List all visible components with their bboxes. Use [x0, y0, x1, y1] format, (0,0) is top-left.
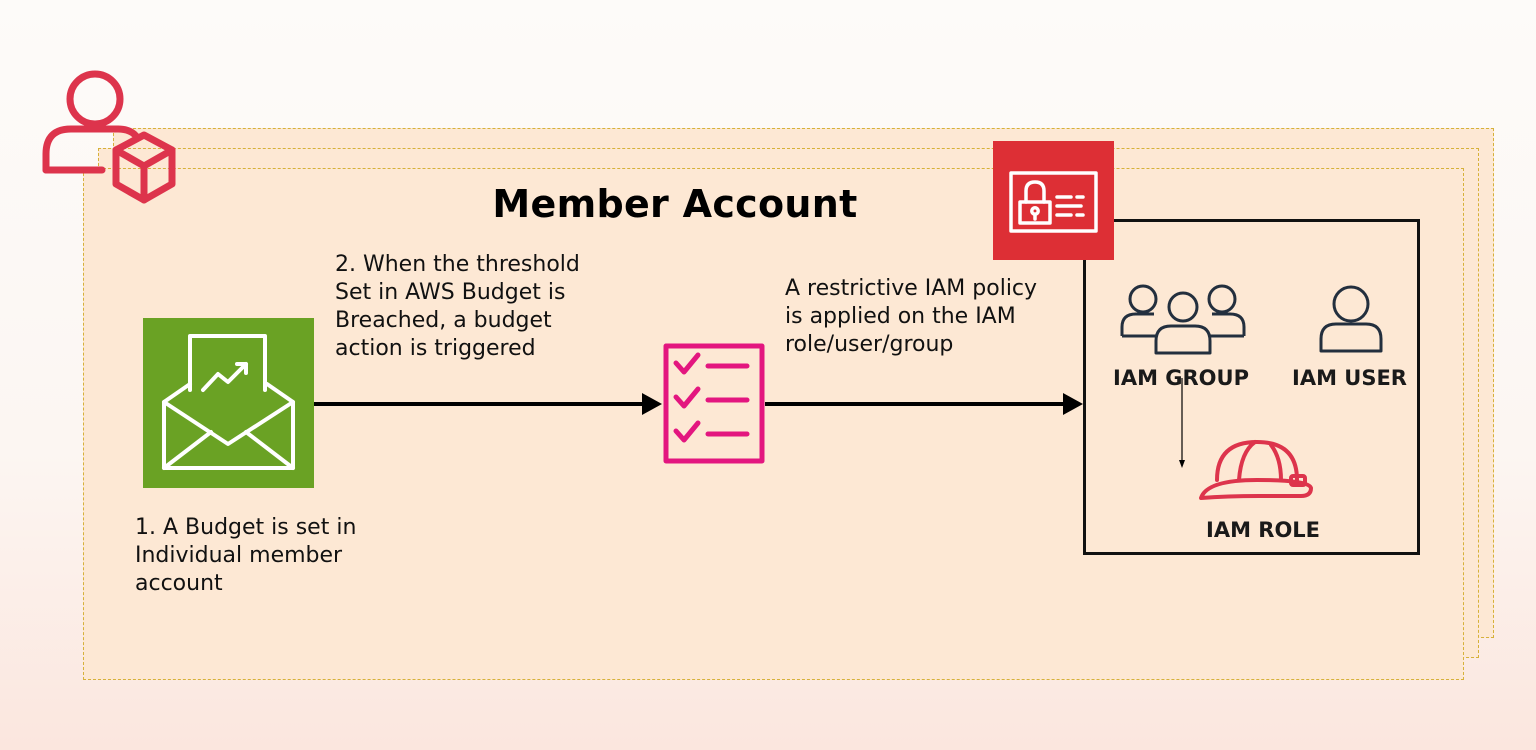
arrow-budget-to-checklist	[314, 393, 662, 415]
member-account-icon	[42, 70, 176, 204]
step-2-text: 2. When the threshold Set in AWS Budget …	[335, 252, 580, 361]
arrow-group-to-role	[1179, 378, 1185, 468]
iam-credentials-tile	[993, 141, 1114, 260]
iam-credentials-icon	[1009, 171, 1098, 233]
arrow-checklist-to-iam	[765, 393, 1083, 415]
iam-user-icon	[1319, 285, 1383, 353]
iam-user-label: IAM USER	[1292, 366, 1407, 390]
iam-role-helmet-icon	[1199, 440, 1313, 500]
diagram-title: Member Account	[492, 182, 858, 226]
step-1-text: 1. A Budget is set in Individual member …	[135, 515, 357, 596]
policy-text: A restrictive IAM policy is applied on t…	[785, 276, 1038, 357]
aws-budgets-tile	[143, 318, 314, 488]
iam-group-label: IAM GROUP	[1113, 366, 1249, 390]
iam-principals-box	[1083, 219, 1420, 555]
checklist-icon	[663, 343, 765, 464]
aws-budgets-icon	[162, 334, 295, 470]
iam-group-icon	[1120, 284, 1246, 355]
iam-role-label: IAM ROLE	[1206, 518, 1321, 542]
